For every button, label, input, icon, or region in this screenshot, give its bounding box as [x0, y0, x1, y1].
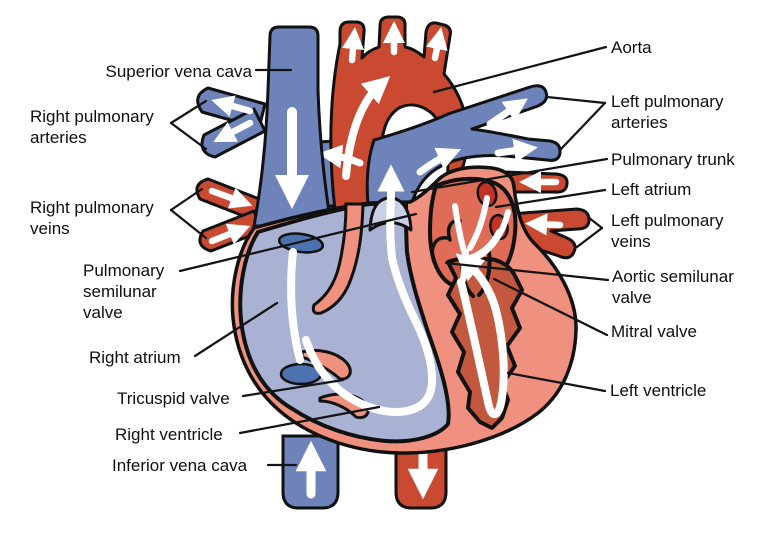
label-left-ventricle: Left ventricle [610, 381, 707, 400]
label-pulmonary-trunk: Pulmonary trunk [611, 150, 735, 169]
label-mitral-valve: Mitral valve [611, 322, 697, 341]
atrium-channel-wall [311, 202, 365, 315]
right-pulmonary-arteries-shape [196, 86, 267, 159]
label-tricuspid-valve: Tricuspid valve [117, 389, 230, 408]
label-right-atrium: Right atrium [89, 348, 181, 367]
label-superior-vena-cava: Superior vena cava [105, 62, 252, 81]
label-pulmonary-semilunar-valve: Pulmonary semilunar valve [83, 261, 165, 322]
label-aorta: Aorta [611, 38, 652, 57]
label-right-pulmonary-arteries: Right pulmonary arteries [30, 107, 154, 147]
leader-lines [169, 45, 610, 467]
chamber-flow-arrows [287, 164, 511, 419]
label-left-pulmonary-veins: Left pulmonary veins [611, 211, 724, 251]
label-left-pulmonary-arteries: Left pulmonary arteries [611, 92, 724, 132]
label-right-ventricle: Right ventricle [115, 425, 223, 444]
pulmonary-trunk-shape [365, 84, 562, 224]
label-right-pulmonary-veins: Right pulmonary veins [30, 198, 154, 238]
label-aortic-semilunar-valve: Aortic semilunar valve [612, 267, 734, 307]
vessel-flow-arrows [208, 95, 564, 245]
label-inferior-vena-cava: Inferior vena cava [112, 456, 248, 475]
pulmonary-trunk-flow-arrows [318, 98, 538, 176]
left-pulmonary-vein-opening-upper [476, 180, 498, 208]
label-left-atrium: Left atrium [611, 180, 692, 199]
